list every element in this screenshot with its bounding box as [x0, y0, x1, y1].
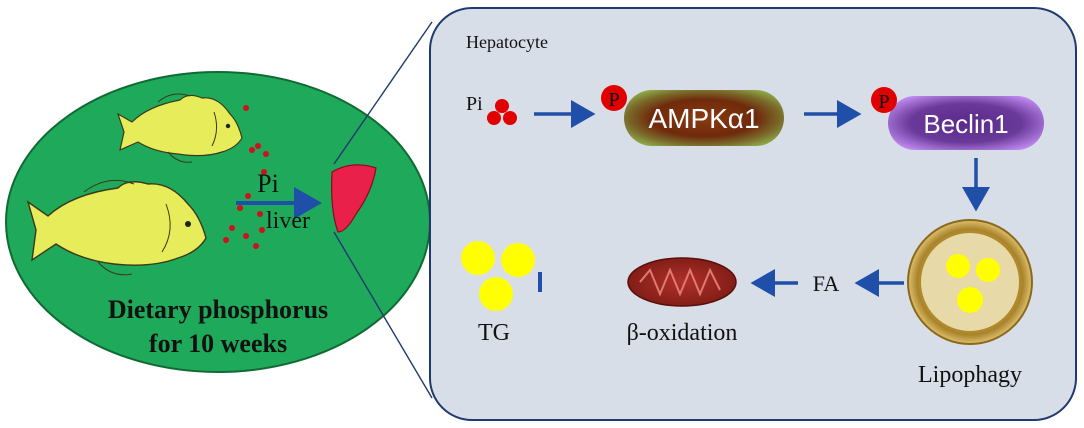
- ampk-label: AMPKα1: [648, 103, 759, 134]
- lipophagy-icon: [907, 219, 1033, 345]
- liver-label: liver: [266, 208, 310, 234]
- lipophagy-label: Lipophagy: [918, 362, 1022, 388]
- caption-line2: for 10 weeks: [149, 329, 287, 358]
- liver-icon: [331, 164, 377, 233]
- fish-icon-upper: [116, 93, 243, 163]
- zoom-line-top: [333, 21, 433, 165]
- tg-droplets-icon: [461, 241, 535, 311]
- ampk-phospho-label: P: [608, 89, 619, 111]
- hepatocyte-panel: [429, 7, 1077, 421]
- beta-oxidation-label: β-oxidation: [627, 320, 738, 346]
- phosphate-cluster-icon: [487, 99, 517, 125]
- beclin-phospho-icon: [871, 87, 897, 113]
- feed-pellets: [223, 105, 269, 249]
- caption-line1: Dietary phosphorus: [108, 295, 328, 324]
- beclin-phospho-label: P: [878, 91, 889, 113]
- left-pi-label: Pi: [257, 169, 279, 198]
- ampk-node: [624, 90, 784, 146]
- hepatocyte-title: Hepatocyte: [466, 32, 548, 52]
- beclin-node: [888, 96, 1044, 150]
- tg-label: TG: [478, 320, 510, 346]
- beclin-label: Beclin1: [923, 109, 1008, 139]
- fish-icon-lower: [26, 179, 207, 276]
- mitochondrion-icon: [627, 257, 737, 307]
- right-pi-label: Pi: [466, 93, 483, 115]
- zoom-line-bottom: [333, 231, 433, 399]
- fa-label: FA: [813, 271, 840, 296]
- ampk-phospho-icon: [601, 85, 627, 111]
